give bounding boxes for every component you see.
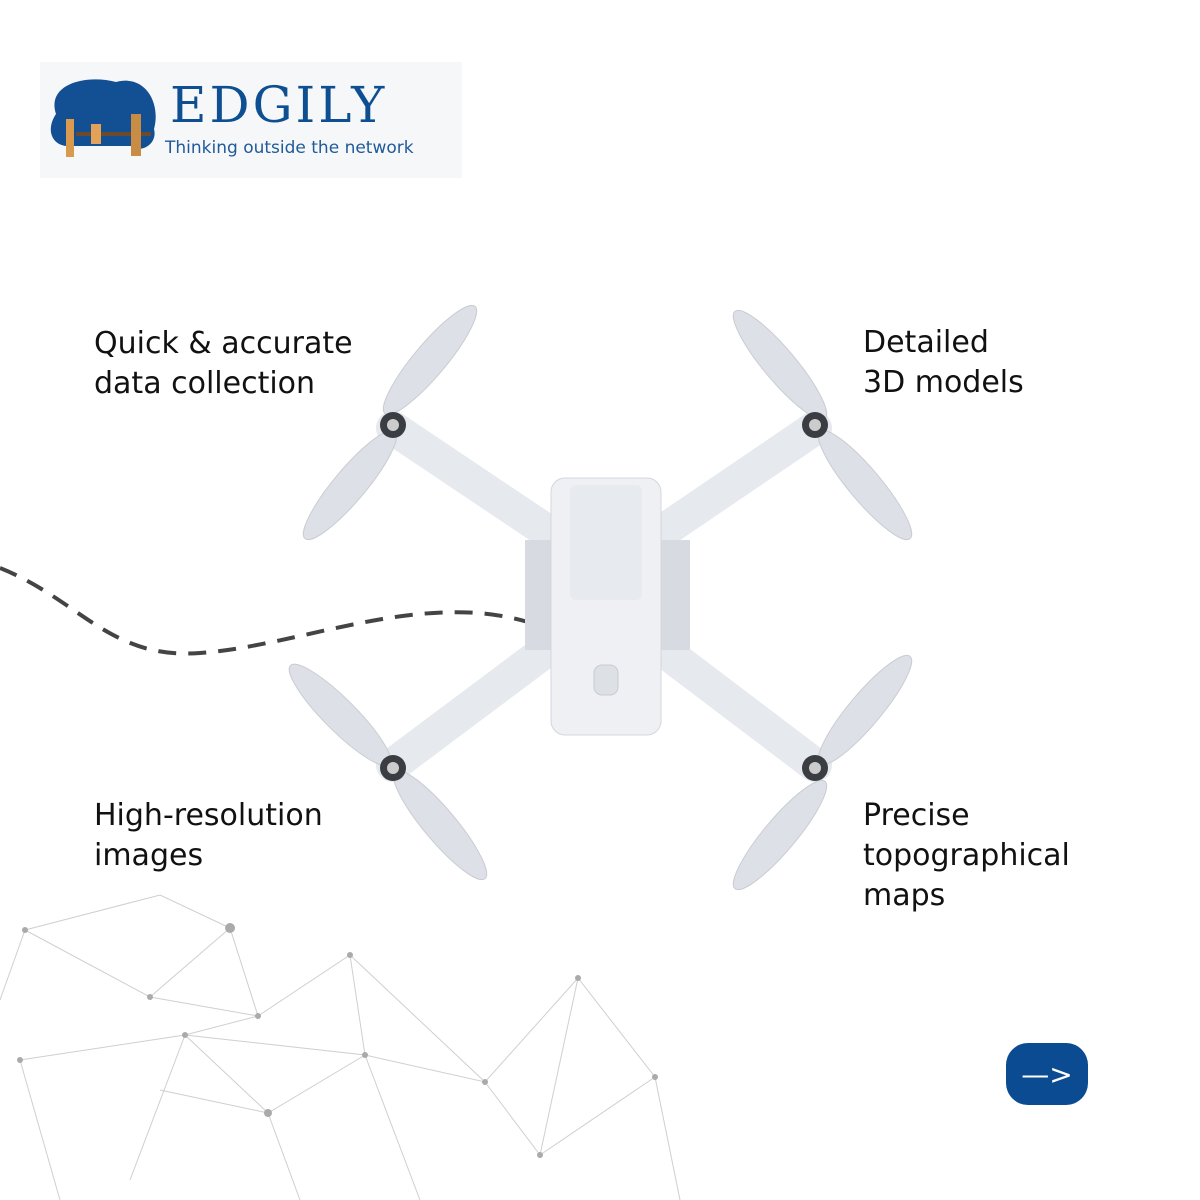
feature-line: data collection [94,366,316,401]
flight-path-dashed [0,566,529,656]
edgily-logo: EDGILY Thinking outside the network [40,62,462,178]
feature-line: maps [863,878,946,913]
arrow-right-icon: —> [1021,1057,1073,1091]
feature-line: images [94,838,204,873]
feature-high-resolution: High-resolution images [94,796,414,876]
network-nodes [17,923,658,1158]
drone-image [288,304,913,891]
feature-line: Detailed [863,325,989,360]
feature-data-collection: Quick & accurate data collection [94,324,414,404]
feature-line: High-resolution [94,798,323,833]
logo-brand: EDGILY [170,76,388,134]
feature-3d-models: Detailed 3D models [863,323,1183,403]
network-pattern [0,894,681,1200]
logo-tagline: Thinking outside the network [165,138,414,158]
feature-line: Precise [863,798,970,833]
feature-topographical-maps: Precise topographical maps [863,796,1183,916]
next-button[interactable]: —> [1006,1043,1088,1105]
logo-illustration [50,79,156,157]
feature-line: Quick & accurate [94,326,353,361]
feature-line: 3D models [863,365,1024,400]
feature-line: topographical [863,838,1070,873]
